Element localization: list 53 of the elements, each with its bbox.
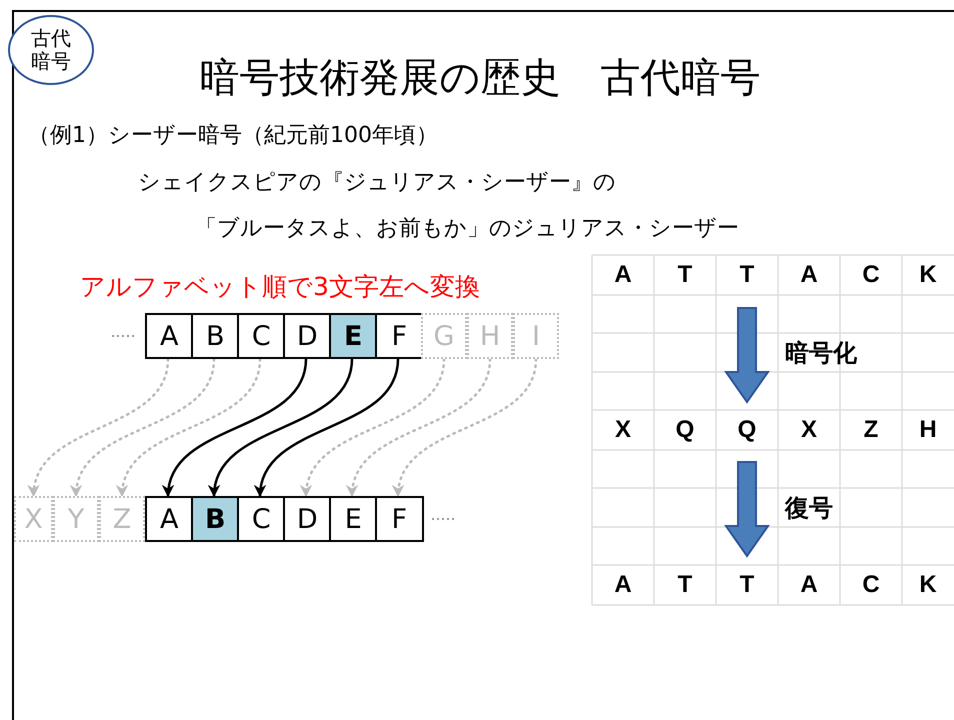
letter-box: D (283, 313, 332, 359)
title: 暗号技術発展の歴史 古代暗号 (198, 54, 762, 103)
table-letter: A (614, 261, 632, 289)
letter-box: F (375, 313, 424, 359)
dotted-arrow (348, 358, 492, 498)
letter-box: C (237, 313, 286, 359)
arrow (210, 358, 354, 498)
table-letter: H (919, 416, 937, 444)
table-letter: A (614, 571, 632, 599)
faded-letter-box: Y (53, 496, 99, 542)
body-text: シェイクスピアの『ジュリアス・シーザー』の (138, 169, 616, 197)
faded-letter-box: H (467, 313, 513, 359)
dotted-arrow (72, 358, 216, 498)
table-letter: C (862, 261, 880, 289)
table-letter: Z (864, 416, 878, 444)
highlighted-letter-box: B (191, 496, 240, 542)
note-text: アルファベット順で3文字左へ変換 (80, 271, 480, 303)
faded-letter-box: I (513, 313, 559, 359)
letter-box: D (283, 496, 332, 542)
table-letter: C (862, 571, 880, 599)
dotted-arrow (394, 358, 538, 498)
step-label: 暗号化 (785, 339, 857, 369)
table-letter: Q (676, 416, 694, 444)
dotted-arrow (29, 358, 170, 498)
dotted-arrow (118, 358, 262, 498)
arrow (164, 358, 308, 498)
dotted-arrow (302, 358, 446, 498)
faded-letter-box: Z (99, 496, 145, 542)
highlighted-letter-box: E (329, 313, 378, 359)
table-letter: T (740, 571, 754, 599)
table-letter: A (800, 571, 818, 599)
faded-letter-box: X (14, 496, 53, 542)
table-letter: T (678, 571, 692, 599)
letter-box: F (375, 496, 424, 542)
table-letter: Q (738, 416, 756, 444)
faded-letter-box: G (421, 313, 467, 359)
body-text: 「ブルータスよ、お前もか」のジュリアス・シーザー (195, 215, 739, 243)
letter-box: A (145, 313, 194, 359)
table-letter: T (678, 261, 692, 289)
letter-box: E (329, 496, 378, 542)
table-letter: X (615, 416, 631, 444)
letter-box: A (145, 496, 194, 542)
table-letter: X (801, 416, 817, 444)
step-label: 復号 (785, 494, 833, 524)
table-letter: T (740, 261, 754, 289)
arrow (256, 358, 400, 498)
letter-box: B (191, 313, 240, 359)
topic-label: 古代暗号 (30, 27, 72, 73)
body-text: （例1）シーザー暗号（紀元前100年頃） (28, 122, 438, 150)
letter-box: C (237, 496, 286, 542)
table-letter: K (919, 571, 937, 599)
table-letter: A (800, 261, 818, 289)
table-letter: K (919, 261, 937, 289)
